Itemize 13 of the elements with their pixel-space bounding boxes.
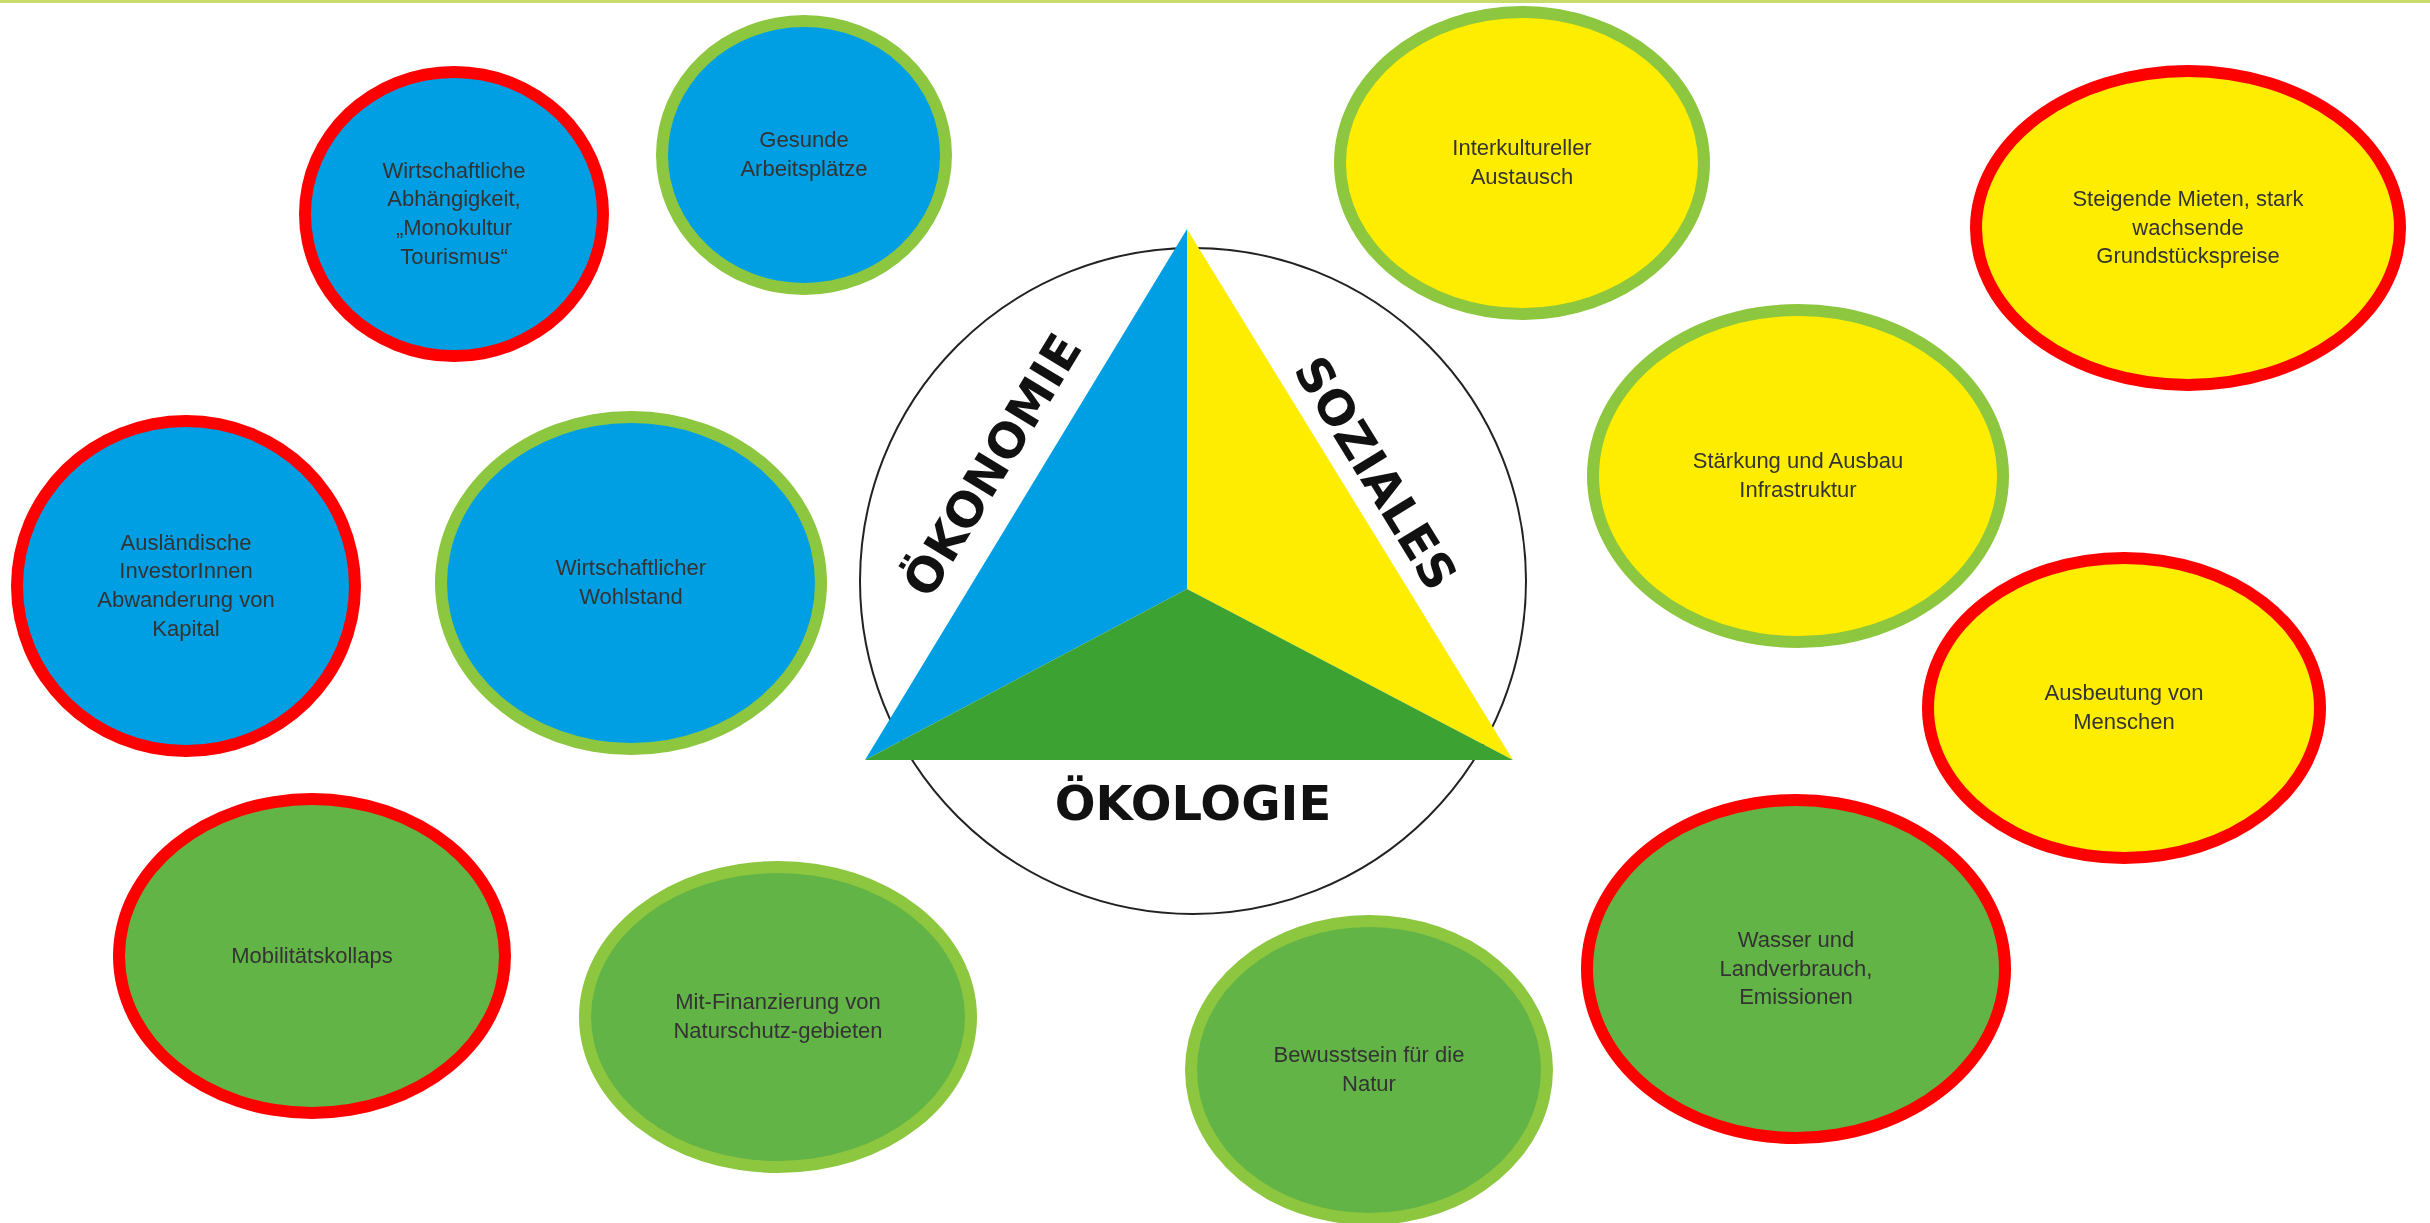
topic-text: Wasser und Landverbrauch, Emissionen	[1718, 926, 1874, 1012]
topic-text: Mit-Finanzierung von Naturschutz-gebieten	[672, 988, 884, 1045]
pillar-label: ÖKOLOGIE	[1054, 775, 1332, 831]
topic-text: Gesunde Arbeitsplätze	[739, 126, 869, 183]
topic-text: Wirtschaftliche Abhängigkeit, „Monokultur Tourismus“	[381, 156, 527, 271]
topic-text: Wirtschaftlicher Wohlstand	[554, 554, 708, 611]
topic-text: Ausländische InvestorInnen Abwanderung von Kapital	[96, 528, 276, 643]
topic-text: Ausbeutung von Menschen	[2043, 679, 2205, 736]
topic-text: Bewusstsein für die Natur	[1272, 1041, 1466, 1098]
topic-text: Stärkung und Ausbau Infrastruktur	[1691, 447, 1905, 504]
topic-text: Mobilitätskollaps	[231, 941, 393, 970]
topic-text: Steigende Mieten, stark wachsende Grundstückspreise	[2071, 185, 2305, 271]
topic-text: Interkultureller Austausch	[1451, 134, 1593, 191]
